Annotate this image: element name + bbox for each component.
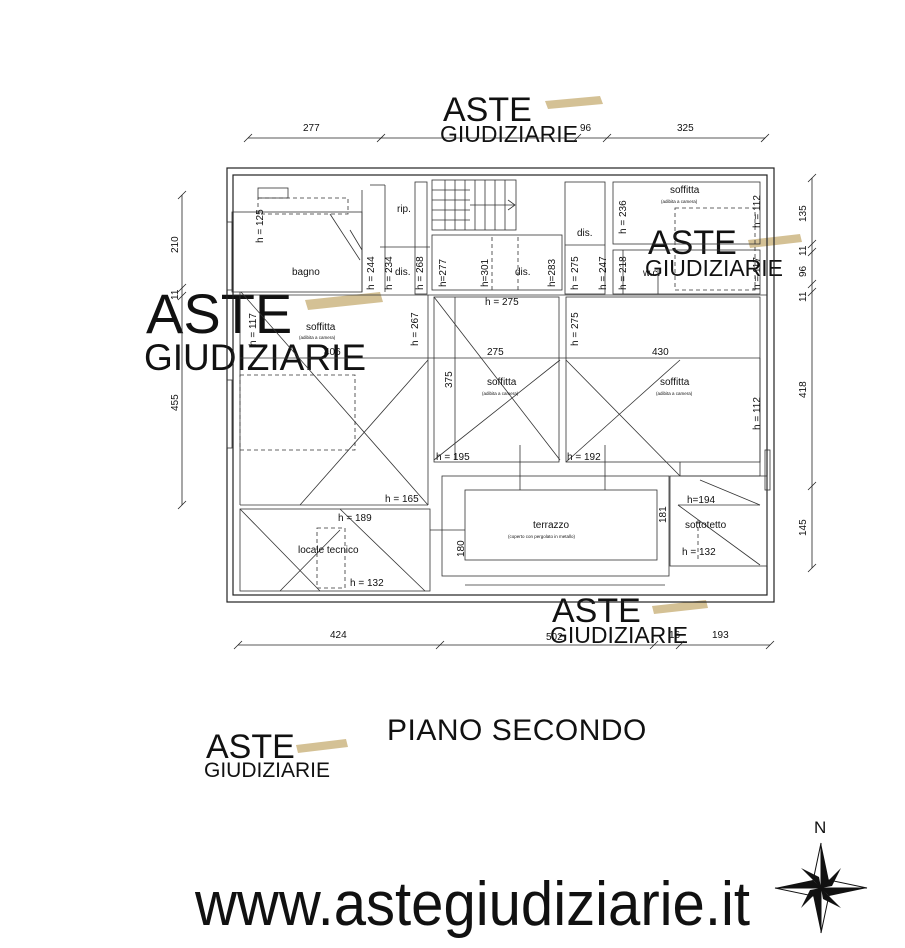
height-label: h = 132 xyxy=(350,578,384,589)
dimension-label: 424 xyxy=(330,630,347,641)
dimension-label: 418 xyxy=(798,381,809,398)
dimension-right: 135 11 96 11 418 145 xyxy=(798,173,817,573)
dimension-label: 16 xyxy=(669,630,681,641)
height-label: h = 247 xyxy=(598,256,609,290)
compass-north-label: N xyxy=(814,818,826,837)
compass-rose-icon: N xyxy=(774,818,868,934)
height-label: h = 275 xyxy=(570,256,581,290)
room-label-soffitta: soffitta xyxy=(670,185,700,196)
gavel-icon xyxy=(545,96,603,109)
height-label: h = 195 xyxy=(436,452,470,463)
dimension-label: 502 xyxy=(546,632,563,643)
room-label-locale-tecnico: locale tecnico xyxy=(298,545,359,556)
height-label: h = 189 xyxy=(338,513,372,524)
watermark-bottom: ASTE GIUDIZIARIE xyxy=(550,592,708,648)
plan-title: PIANO SECONDO xyxy=(387,714,647,747)
height-label: h = 275 xyxy=(485,297,519,308)
dimension-top: 277 96 325 xyxy=(243,123,770,143)
height-label: h = 275 xyxy=(570,312,581,346)
dimension-bottom: 424 502 16 193 xyxy=(233,630,775,650)
dimension-label: 11 xyxy=(798,245,809,256)
height-label: h = 112 xyxy=(752,397,763,430)
room-sublabel: (coperto con pergolato in metallo) xyxy=(508,534,576,539)
dimension-label: 193 xyxy=(712,630,729,641)
height-label: h = 117 xyxy=(248,313,259,346)
dimension-label: 375 xyxy=(444,371,455,388)
dimension-label: 145 xyxy=(798,519,809,536)
south-rooms xyxy=(239,475,768,592)
inner-wall xyxy=(232,174,768,596)
watermark-line1: ASTE xyxy=(552,592,641,630)
height-label: h = 268 xyxy=(415,256,426,290)
room-sublabel: (adibita a camera) xyxy=(661,199,698,204)
height-label: h = 132 xyxy=(682,547,716,558)
height-label: h=301 xyxy=(480,258,491,287)
watermark-top: ASTE GIUDIZIARIE xyxy=(440,91,603,147)
room-label-sottotetto: sottotetto xyxy=(685,520,727,531)
height-label: h=194 xyxy=(687,495,716,506)
room-sublabel: (adibita a camera) xyxy=(482,391,519,396)
website-watermark: www.astegiudiziarie.it xyxy=(194,870,750,939)
height-label: h = 165 xyxy=(385,494,419,505)
gavel-icon xyxy=(748,234,802,248)
watermark-line2: GIUDIZIARIE xyxy=(440,121,578,147)
dimension-label: 455 xyxy=(170,394,181,411)
room-label-bagno: bagno xyxy=(292,267,320,278)
room-label-soffitta: soffitta xyxy=(306,322,336,333)
watermark-line1: ASTE xyxy=(443,91,532,129)
height-label: h = 267 xyxy=(410,312,421,346)
dimension-label: 275 xyxy=(487,347,504,358)
height-label: h=277 xyxy=(438,258,449,287)
dimension-label: 180 xyxy=(456,540,467,557)
height-label: h=283 xyxy=(547,258,558,287)
room-label-terrazzo: terrazzo xyxy=(533,520,570,531)
dimension-label: 96 xyxy=(580,123,592,134)
height-label: h = 244 xyxy=(366,256,377,290)
height-label: h = 192 xyxy=(567,452,601,463)
gavel-icon xyxy=(652,600,708,614)
height-label: h = 218 xyxy=(618,256,629,290)
room-label-wc: w.c. xyxy=(642,268,660,279)
dimension-label: 210 xyxy=(170,236,181,253)
room-sublabel: (adibita a camera) xyxy=(299,335,336,340)
room-sublabel: (adibita a camera) xyxy=(656,391,693,396)
attic-zone xyxy=(226,213,771,506)
watermark-left: ASTE GIUDIZIARIE xyxy=(144,282,383,378)
height-label: h = 117 xyxy=(752,257,763,290)
dimension-left: 210 11 455 xyxy=(170,190,187,510)
gavel-icon xyxy=(296,739,348,753)
room-label-soffitta: soffitta xyxy=(660,377,690,388)
vertical-height-labels: h = 125 h = 244 h = 234 h = 268 h=277 h=… xyxy=(248,195,763,523)
dimension-label: 135 xyxy=(798,205,809,222)
dimension-label: 96 xyxy=(798,265,809,277)
height-label: h = 112 xyxy=(752,195,763,228)
dimension-label: 11 xyxy=(170,289,181,300)
watermark-line1: ASTE xyxy=(206,728,295,766)
watermark-line1: ASTE xyxy=(146,282,292,345)
watermark-line2: GIUDIZIARIE xyxy=(550,622,688,648)
dimension-label: 277 xyxy=(303,123,320,134)
room-label-soffitta: soffitta xyxy=(487,377,517,388)
room-label-dis: dis. xyxy=(515,267,531,278)
room-label-dis: dis. xyxy=(577,228,593,239)
dimension-label: 11 xyxy=(798,291,809,302)
dimension-label: 430 xyxy=(652,347,669,358)
dimension-label: 325 xyxy=(677,123,694,134)
watermark-right: ASTE GIUDIZIARIE xyxy=(645,224,802,281)
watermark-line2: GIUDIZIARIE xyxy=(144,337,366,378)
height-label: h = 125 xyxy=(255,209,266,243)
room-label-dis: dis. xyxy=(395,267,411,278)
height-label: h = 234 xyxy=(384,256,395,290)
north-rooms xyxy=(231,179,761,295)
height-label: 181 xyxy=(658,506,669,523)
dimension-label: 406 xyxy=(324,347,341,358)
gavel-icon xyxy=(305,292,383,310)
watermark-small: ASTE GIUDIZIARIE xyxy=(204,728,348,782)
watermark-line1: ASTE xyxy=(648,224,737,262)
watermark-line2: GIUDIZIARIE xyxy=(204,759,330,782)
height-label: h = 236 xyxy=(618,200,629,234)
room-label-rip: rip. xyxy=(397,204,411,215)
